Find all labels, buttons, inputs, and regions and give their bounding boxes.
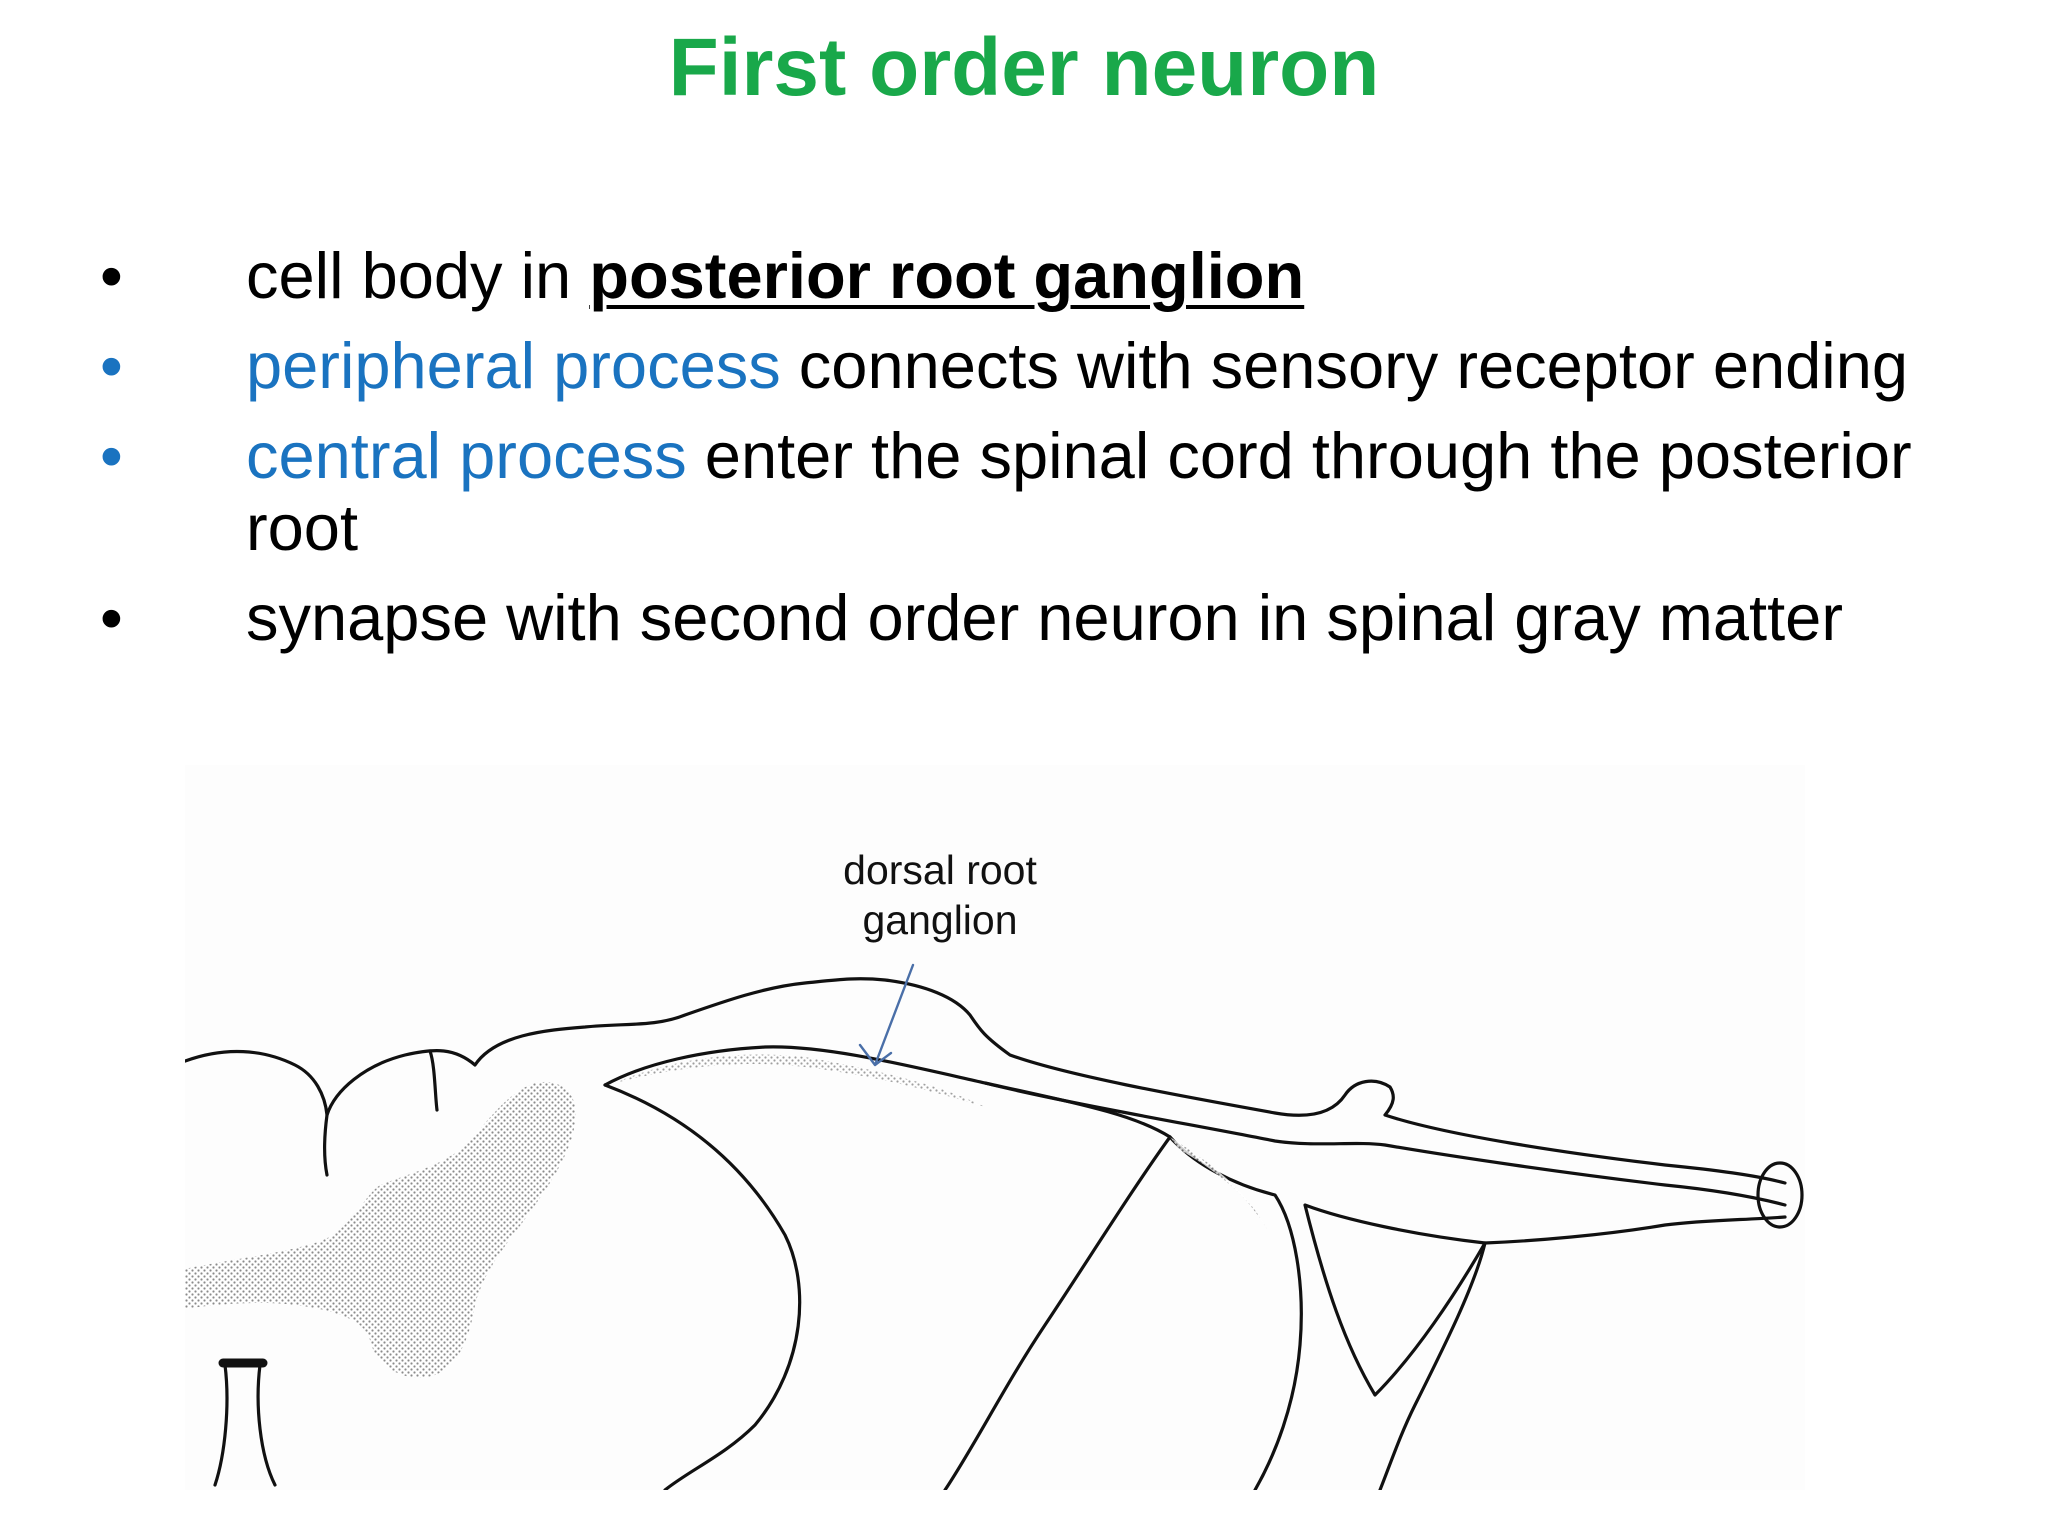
spinal-cord-drawing (185, 963, 1804, 1490)
spinal-cord-diagram (185, 765, 1805, 1490)
bullet-text: synapse with second order neuron in spin… (246, 581, 1843, 654)
central-process (603, 1045, 1787, 1207)
bullet-item: • peripheral process connects with senso… (100, 330, 2000, 402)
dorsal-column-boundary (603, 1083, 802, 1490)
ramus-shading (1170, 1137, 1270, 1235)
lateral-contour (323, 1113, 329, 1177)
peripheral-nerve-lower (1483, 1215, 1787, 1245)
label-line: ganglion (862, 897, 1018, 943)
bullet-emphasis: posterior root ganglion (589, 239, 1305, 312)
bullet-dot: • (100, 581, 123, 654)
bullet-text: cell body in (246, 239, 590, 312)
bullet-term: central process (246, 419, 687, 492)
nerve-cut-end (1756, 1161, 1804, 1229)
bullet-item: • synapse with second order neuron in sp… (100, 582, 2000, 654)
spinal-cord-outline (185, 977, 1787, 1185)
bullet-dot: • (100, 419, 123, 492)
bullet-text: connects with sensory receptor ending (780, 329, 1909, 402)
annotation-arrow (858, 963, 915, 1067)
peripheral-nerve-lower-2 (1378, 1241, 1487, 1490)
ventral-ramus (943, 1081, 1172, 1490)
dorsal-root-ganglion-label: dorsal root ganglion (790, 845, 1090, 945)
bullet-term: peripheral process (246, 329, 781, 402)
bullet-list: • cell body in posterior root ganglion •… (100, 240, 2000, 672)
bullet-item: • central process enter the spinal cord … (100, 420, 2000, 564)
bullet-dot: • (100, 239, 123, 312)
anterior-median-fissure (213, 1363, 277, 1487)
posterior-median-septum (428, 1049, 439, 1112)
bullet-text: enter the spinal cord through the poster… (246, 419, 1912, 564)
root-shading (615, 1054, 985, 1107)
bullet-item: • cell body in posterior root ganglion (100, 240, 2000, 312)
rami-triangle (1303, 1203, 1487, 1397)
bullet-dot: • (100, 329, 123, 402)
slide-title: First order neuron (668, 22, 1380, 113)
spinal-gray-matter (185, 1081, 576, 1378)
label-line: dorsal root (843, 847, 1037, 893)
